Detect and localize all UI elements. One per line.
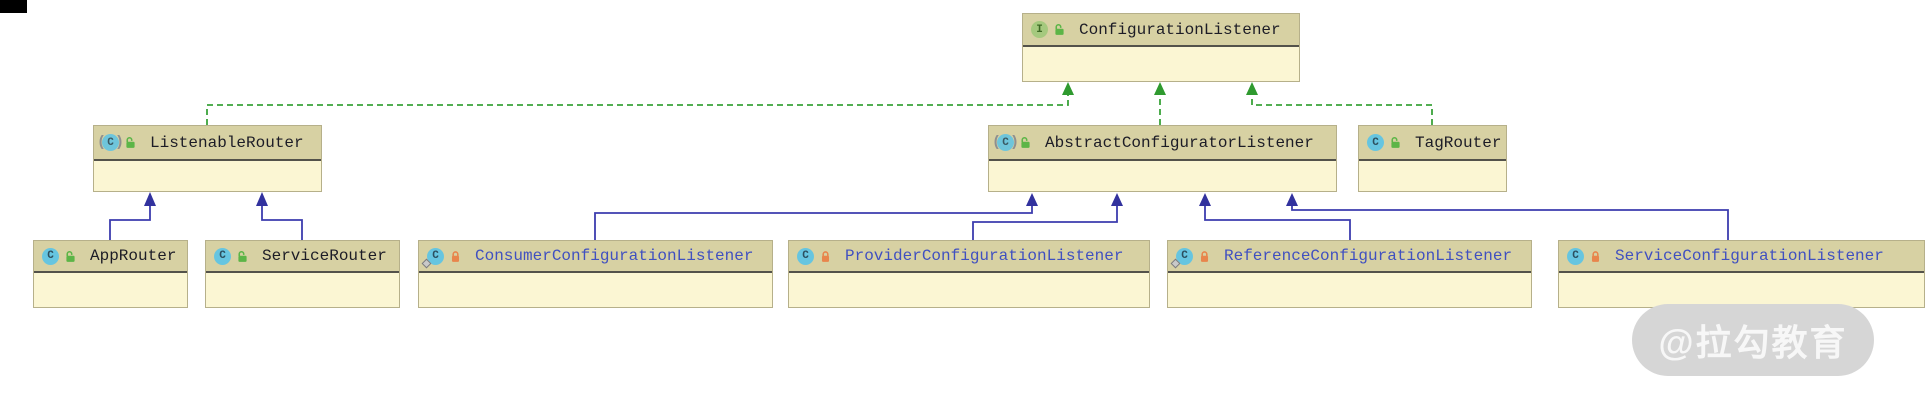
lock-open-icon — [1053, 23, 1066, 36]
class-name: ServiceRouter — [262, 247, 387, 265]
watermark-text: @拉勾教育 — [1658, 322, 1848, 363]
extends-arrowhead — [1111, 193, 1123, 206]
class-name: AppRouter — [90, 247, 177, 265]
node-header: C AbstractConfiguratorListener — [989, 126, 1336, 161]
node-body — [1168, 273, 1531, 307]
extends-arrowhead — [1199, 193, 1211, 206]
node-body — [789, 273, 1149, 307]
extends-arrowhead — [256, 192, 268, 206]
inner-class-icon: C — [421, 247, 444, 268]
extends-edge-referenceconfigurationlistener — [1204, 206, 1351, 240]
class-name: ServiceConfigurationListener — [1615, 247, 1884, 265]
extends-arrowhead — [1286, 193, 1298, 206]
class-node-providerconfigurationlistener[interactable]: C ProviderConfigurationListener — [788, 240, 1150, 308]
interface-icon: I — [1031, 21, 1048, 38]
lock-open-icon — [1389, 136, 1402, 149]
class-name: ConfigurationListener — [1079, 20, 1281, 39]
class-icon: C — [797, 247, 814, 265]
extends-edge-providerconfigurationlistener — [972, 206, 1118, 240]
class-node-referenceconfigurationlistener[interactable]: C ReferenceConfigurationListener — [1167, 240, 1532, 308]
class-name: TagRouter — [1415, 133, 1502, 152]
class-name: AbstractConfiguratorListener — [1045, 133, 1314, 152]
implements-arrowhead — [1062, 82, 1074, 95]
lock-closed-icon — [1198, 250, 1211, 263]
lock-open-icon — [124, 136, 137, 149]
lock-closed-icon — [1589, 250, 1602, 263]
watermark-badge: @拉勾教育 — [1632, 304, 1874, 376]
lock-closed-icon — [449, 250, 462, 263]
lock-closed-icon — [819, 250, 832, 263]
class-node-approuter[interactable]: C AppRouter — [33, 240, 188, 308]
node-header: C ProviderConfigurationListener — [789, 241, 1149, 273]
implements-arrowhead — [1246, 82, 1258, 95]
class-node-abstractconfiguratorlistener[interactable]: C AbstractConfiguratorListener — [988, 125, 1337, 192]
node-header: C TagRouter — [1359, 126, 1506, 161]
extends-arrowhead — [1026, 193, 1038, 206]
node-header: C ListenableRouter — [94, 126, 321, 161]
top-left-black-bar — [0, 0, 27, 13]
node-body — [1023, 47, 1299, 81]
node-header: C ServiceConfigurationListener — [1559, 241, 1924, 273]
extends-edge-consumerconfigurationlistener — [594, 206, 1033, 240]
lock-open-icon — [1019, 136, 1032, 149]
class-node-listenablerouter[interactable]: C ListenableRouter — [93, 125, 322, 192]
class-node-servicerouter[interactable]: C ServiceRouter — [205, 240, 400, 308]
node-body — [989, 161, 1336, 191]
class-node-tagrouter[interactable]: C TagRouter — [1358, 125, 1507, 192]
node-body — [94, 161, 321, 191]
implements-arrowhead — [1154, 82, 1166, 95]
inner-class-icon: C — [1170, 247, 1193, 268]
class-name: ListenableRouter — [150, 133, 304, 152]
node-body — [34, 273, 187, 307]
class-name: ConsumerConfigurationListener — [475, 247, 754, 265]
class-name: ReferenceConfigurationListener — [1224, 247, 1513, 265]
node-body — [1559, 273, 1924, 307]
class-icon: C — [1567, 247, 1584, 265]
node-header: C ServiceRouter — [206, 241, 399, 273]
node-header: C ReferenceConfigurationListener — [1168, 241, 1531, 273]
extends-arrowhead — [144, 192, 156, 206]
class-icon: C — [214, 247, 231, 265]
implements-edge-tagrouter — [1251, 95, 1433, 125]
class-icon: C — [1367, 134, 1384, 151]
extends-edge-serviceconfigurationlistener — [1291, 206, 1729, 240]
lock-open-icon — [64, 250, 77, 263]
node-header: I ConfigurationListener — [1023, 14, 1299, 47]
node-header: C ConsumerConfigurationListener — [419, 241, 772, 273]
class-node-configurationlistener[interactable]: I ConfigurationListener — [1022, 13, 1300, 82]
node-body — [419, 273, 772, 307]
node-header: C AppRouter — [34, 241, 187, 273]
node-body — [206, 273, 399, 307]
extends-edge-approuter — [109, 205, 151, 240]
abstract-class-icon: C — [97, 134, 124, 151]
lock-open-icon — [236, 250, 249, 263]
implements-edge-listenablerouter — [206, 95, 1069, 125]
abstract-class-icon: C — [992, 134, 1019, 151]
class-name: ProviderConfigurationListener — [845, 247, 1124, 265]
class-node-consumerconfigurationlistener[interactable]: C ConsumerConfigurationListener — [418, 240, 773, 308]
class-icon: C — [42, 247, 59, 265]
node-body — [1359, 161, 1506, 191]
class-node-serviceconfigurationlistener[interactable]: C ServiceConfigurationListener — [1558, 240, 1925, 308]
extends-edge-servicerouter — [261, 205, 303, 240]
